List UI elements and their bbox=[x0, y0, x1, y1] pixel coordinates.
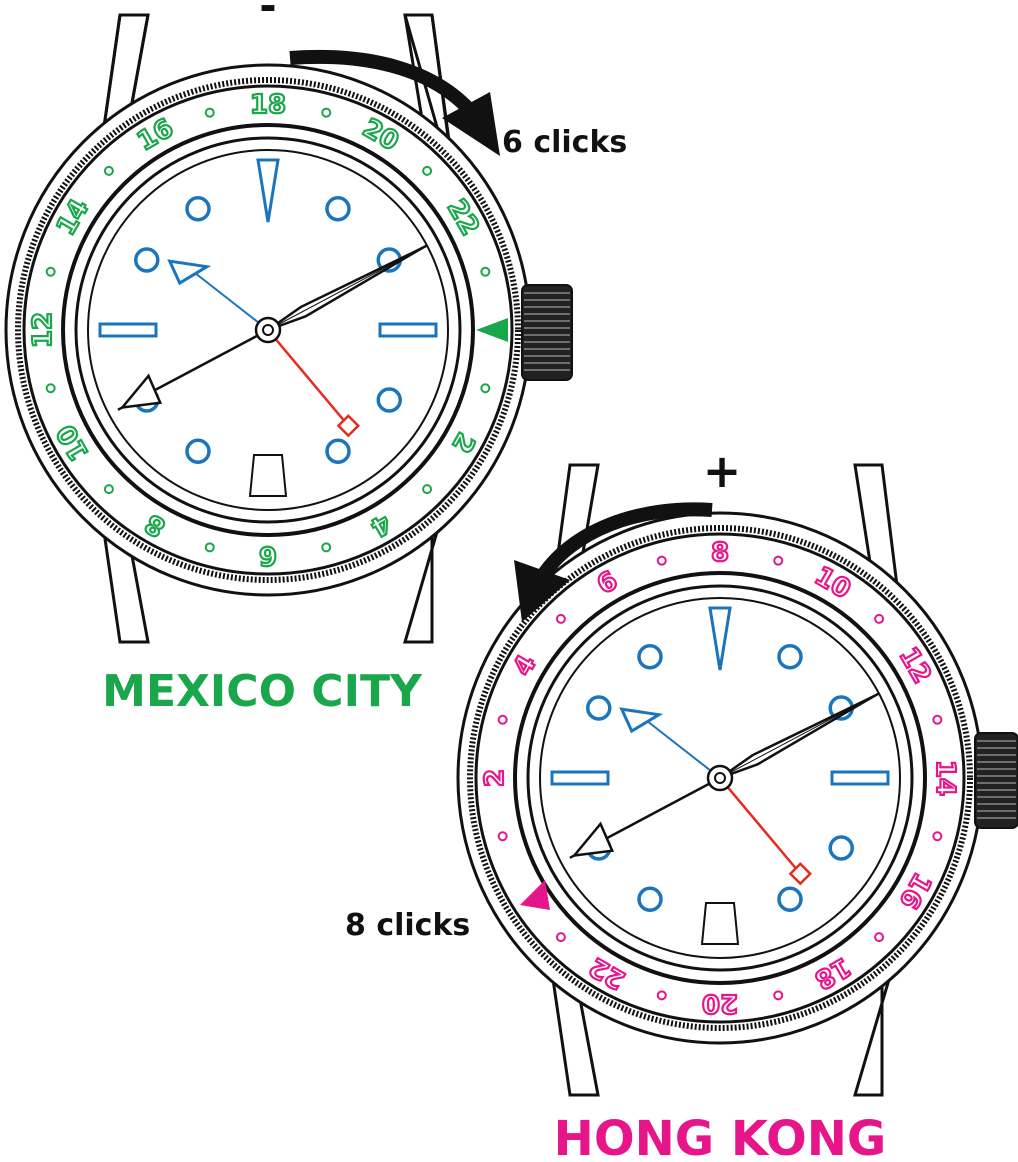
gmt-hand-tip bbox=[336, 414, 361, 438]
bezel-dot bbox=[555, 613, 566, 624]
minute-hand-ridge bbox=[267, 247, 423, 331]
round-marker bbox=[376, 387, 402, 413]
bezel-dot bbox=[45, 266, 56, 277]
date-window bbox=[248, 454, 288, 497]
bezel-dot bbox=[103, 484, 114, 495]
bar-marker bbox=[98, 322, 158, 338]
round-marker bbox=[637, 886, 663, 912]
gmt-hand bbox=[267, 329, 350, 427]
bezel-dot bbox=[932, 714, 943, 725]
bezel-dot bbox=[555, 932, 566, 943]
date-window bbox=[700, 902, 740, 945]
watch-hands bbox=[569, 692, 880, 886]
bar-marker bbox=[830, 770, 890, 786]
hour-markers bbox=[550, 606, 890, 945]
hour-hand-tip bbox=[167, 259, 212, 286]
hour-hand-tip bbox=[619, 707, 664, 734]
round-marker bbox=[134, 247, 160, 273]
bezel-numeral: 14 bbox=[930, 760, 960, 796]
round-marker bbox=[777, 886, 803, 912]
clicks-label-mexico: 6 clicks bbox=[502, 125, 627, 160]
hour-hand bbox=[192, 270, 269, 331]
bezel-pointer-triangle bbox=[520, 880, 550, 910]
bezel-dot bbox=[321, 107, 332, 118]
minute-hand-ridge bbox=[719, 695, 875, 779]
crown bbox=[521, 284, 573, 381]
round-marker bbox=[777, 644, 803, 670]
seconds-hand-tip bbox=[571, 821, 615, 858]
bezel-numeral: 20 bbox=[702, 988, 738, 1018]
bezel-dot bbox=[497, 714, 508, 725]
bezel-dot bbox=[773, 990, 784, 1001]
bezel-dot bbox=[103, 165, 114, 176]
city-label-hongkong: HONG KONG bbox=[554, 1111, 887, 1162]
bezel-dot bbox=[321, 542, 332, 553]
bezel-dot bbox=[497, 831, 508, 842]
gmt-hand-tip bbox=[788, 862, 813, 886]
direction-sign-plus: + bbox=[703, 444, 742, 498]
bar-marker bbox=[378, 322, 438, 338]
twelve-marker bbox=[708, 606, 732, 671]
round-marker bbox=[185, 438, 211, 464]
bezel-dot bbox=[932, 831, 943, 842]
seconds-hand-tip bbox=[119, 373, 163, 410]
hour-markers bbox=[98, 158, 438, 497]
bezel-dot bbox=[656, 555, 667, 566]
direction-sign-minus: - bbox=[259, 0, 276, 30]
center-pin bbox=[262, 324, 274, 336]
bezel-numeral: 8 bbox=[711, 538, 729, 568]
round-marker bbox=[325, 196, 351, 222]
bezel-dot bbox=[656, 990, 667, 1001]
round-marker bbox=[637, 644, 663, 670]
bezel-dot bbox=[773, 555, 784, 566]
bezel-dot bbox=[45, 383, 56, 394]
bezel-dot bbox=[480, 266, 491, 277]
rotation-arrow-plus bbox=[514, 502, 713, 622]
round-marker bbox=[586, 695, 612, 721]
bezel-dot bbox=[874, 613, 885, 624]
bezel-pointer-triangle bbox=[476, 318, 508, 342]
center-pin bbox=[714, 772, 726, 784]
bezel-dot bbox=[422, 165, 433, 176]
bar-marker bbox=[550, 770, 610, 786]
gmt-hand bbox=[719, 777, 802, 875]
watch-hands bbox=[117, 244, 428, 438]
bezel-numeral: 12 bbox=[28, 312, 58, 348]
clicks-label-hongkong: 8 clicks bbox=[345, 908, 470, 943]
round-marker bbox=[185, 196, 211, 222]
bezel-dot bbox=[422, 484, 433, 495]
hour-hand bbox=[644, 718, 721, 779]
crown bbox=[974, 732, 1018, 829]
bezel-numeral: 18 bbox=[250, 90, 286, 120]
bezel-numeral: 2 bbox=[480, 769, 510, 787]
round-marker bbox=[325, 438, 351, 464]
bezel-dot bbox=[204, 542, 215, 553]
twelve-marker bbox=[256, 158, 280, 223]
bezel-dot bbox=[204, 107, 215, 118]
rotation-arrow-minus bbox=[289, 49, 500, 156]
bezel-dot bbox=[874, 932, 885, 943]
bezel-numeral: 6 bbox=[259, 540, 277, 570]
city-label-mexico: MEXICO CITY bbox=[102, 666, 423, 717]
bezel-dot bbox=[480, 383, 491, 394]
round-marker bbox=[828, 835, 854, 861]
